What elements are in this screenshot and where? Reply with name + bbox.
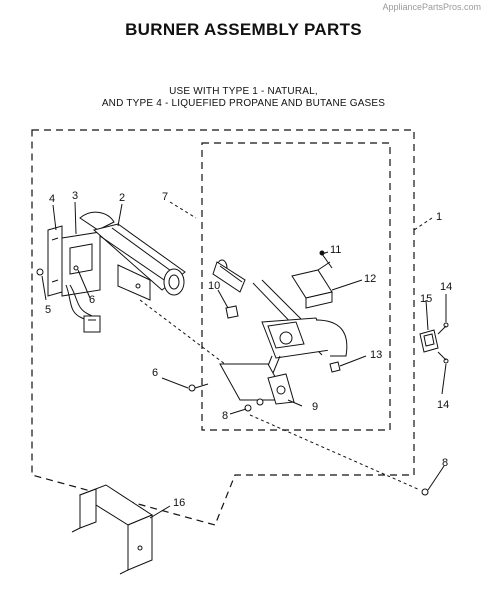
- diagram-title: BURNER ASSEMBLY PARTS: [125, 20, 362, 39]
- callout-16: 16: [173, 497, 185, 509]
- callout-6b: 6: [152, 367, 158, 379]
- watermark: AppliancePartsPros.com: [382, 2, 481, 12]
- diagram-subtitle-line1: USE WITH TYPE 1 - NATURAL,: [169, 86, 318, 97]
- part-6-screw-lower: [188, 383, 209, 392]
- gas-valve: [212, 259, 348, 396]
- callout-1: 1: [436, 211, 442, 223]
- part-3-igniter: [61, 231, 101, 333]
- part-2-burner-tube: [79, 211, 186, 301]
- part-15-bracket: [419, 322, 449, 364]
- assembly-boundary-inner: [201, 142, 391, 431]
- callout-2: 2: [119, 192, 125, 204]
- callout-8b: 8: [442, 457, 448, 469]
- callout-4: 4: [49, 193, 55, 205]
- callout-10: 10: [208, 280, 220, 292]
- callout-15: 15: [420, 293, 432, 305]
- part-8-screws: [244, 398, 429, 496]
- part-10-orifice: [225, 305, 239, 319]
- callout-14b: 14: [437, 399, 449, 411]
- part-12-coil: [291, 261, 333, 309]
- callout-11: 11: [330, 244, 341, 256]
- part-9-bracket: [219, 363, 295, 405]
- diagram-subtitle-line2: AND TYPE 4 - LIQUEFIED PROPANE AND BUTAN…: [101, 98, 386, 109]
- assembly-boundary-outer: [31, 129, 415, 526]
- part-4-bracket: [47, 225, 63, 297]
- callout-8a: 8: [222, 410, 228, 422]
- callout-7: 7: [162, 191, 168, 203]
- callout-14a: 14: [440, 281, 452, 293]
- callout-labels: 1 2 3 4 5 6 6 7 8 8 9 10 11 12 13 14 14 …: [45, 190, 452, 509]
- callout-3: 3: [72, 190, 78, 202]
- callout-13: 13: [370, 349, 382, 361]
- callout-leader-lines: [41, 201, 447, 519]
- callout-12: 12: [364, 273, 376, 285]
- callout-6a: 6: [89, 294, 95, 306]
- callout-9: 9: [312, 401, 318, 413]
- callout-5: 5: [45, 304, 51, 316]
- part-16-support-bracket: [71, 484, 154, 575]
